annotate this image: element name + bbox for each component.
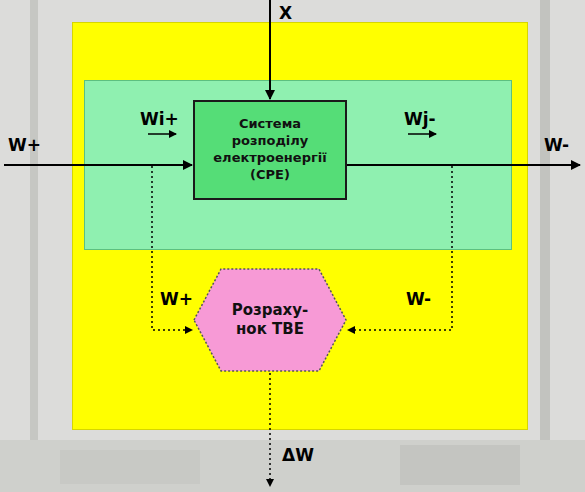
box-label: Система розподілу електроенергії (СРЕ) bbox=[203, 116, 337, 184]
signal-label: W- bbox=[406, 290, 431, 309]
calc-hexagon: Розраху- нок ТВЕ bbox=[193, 268, 347, 372]
signal-label: W- bbox=[544, 136, 569, 155]
signal-label: X bbox=[279, 4, 292, 23]
signal-label: ΔW bbox=[282, 446, 314, 465]
signal-label: Wj- bbox=[404, 110, 436, 129]
signal-label: W+ bbox=[160, 290, 193, 309]
signal-label: W+ bbox=[8, 136, 41, 155]
calc-label: Розраху- нок ТВЕ bbox=[228, 301, 312, 339]
signal-label: Wi+ bbox=[140, 110, 179, 129]
process-box: Система розподілу електроенергії (СРЕ) bbox=[193, 100, 347, 200]
